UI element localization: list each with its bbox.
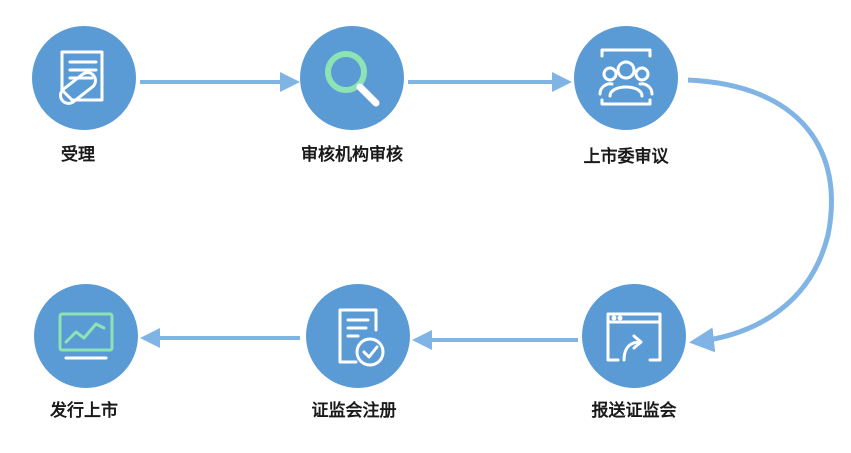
step-acceptance: 受理 (32, 26, 136, 165)
step-label: 审核机构审核 (301, 144, 403, 165)
step-label: 报送证监会 (592, 400, 677, 421)
step-label: 上市委审议 (584, 146, 670, 167)
committee-group-icon (598, 48, 654, 106)
step-circle (300, 26, 404, 130)
magnifier-icon (325, 51, 380, 107)
approved-document-icon (338, 308, 385, 367)
step-label: 受理 (61, 144, 95, 165)
step-exchange-review: 审核机构审核 (300, 26, 404, 165)
step-submit-csrc: 报送证监会 (582, 284, 686, 421)
stock-chart-monitor-icon (58, 312, 114, 360)
document-handshake-icon (59, 50, 104, 105)
step-issue-listing: 发行上市 (34, 284, 138, 421)
arrow-step3-to-step4-curve (687, 77, 834, 353)
step-label: 证监会注册 (312, 400, 397, 421)
step-listing-committee: 上市委审议 (574, 26, 678, 167)
step-csrc-registration: 证监会注册 (306, 284, 410, 421)
submit-window-icon (606, 312, 662, 362)
flow-arrows (140, 72, 834, 353)
step-label: 发行上市 (49, 400, 118, 421)
